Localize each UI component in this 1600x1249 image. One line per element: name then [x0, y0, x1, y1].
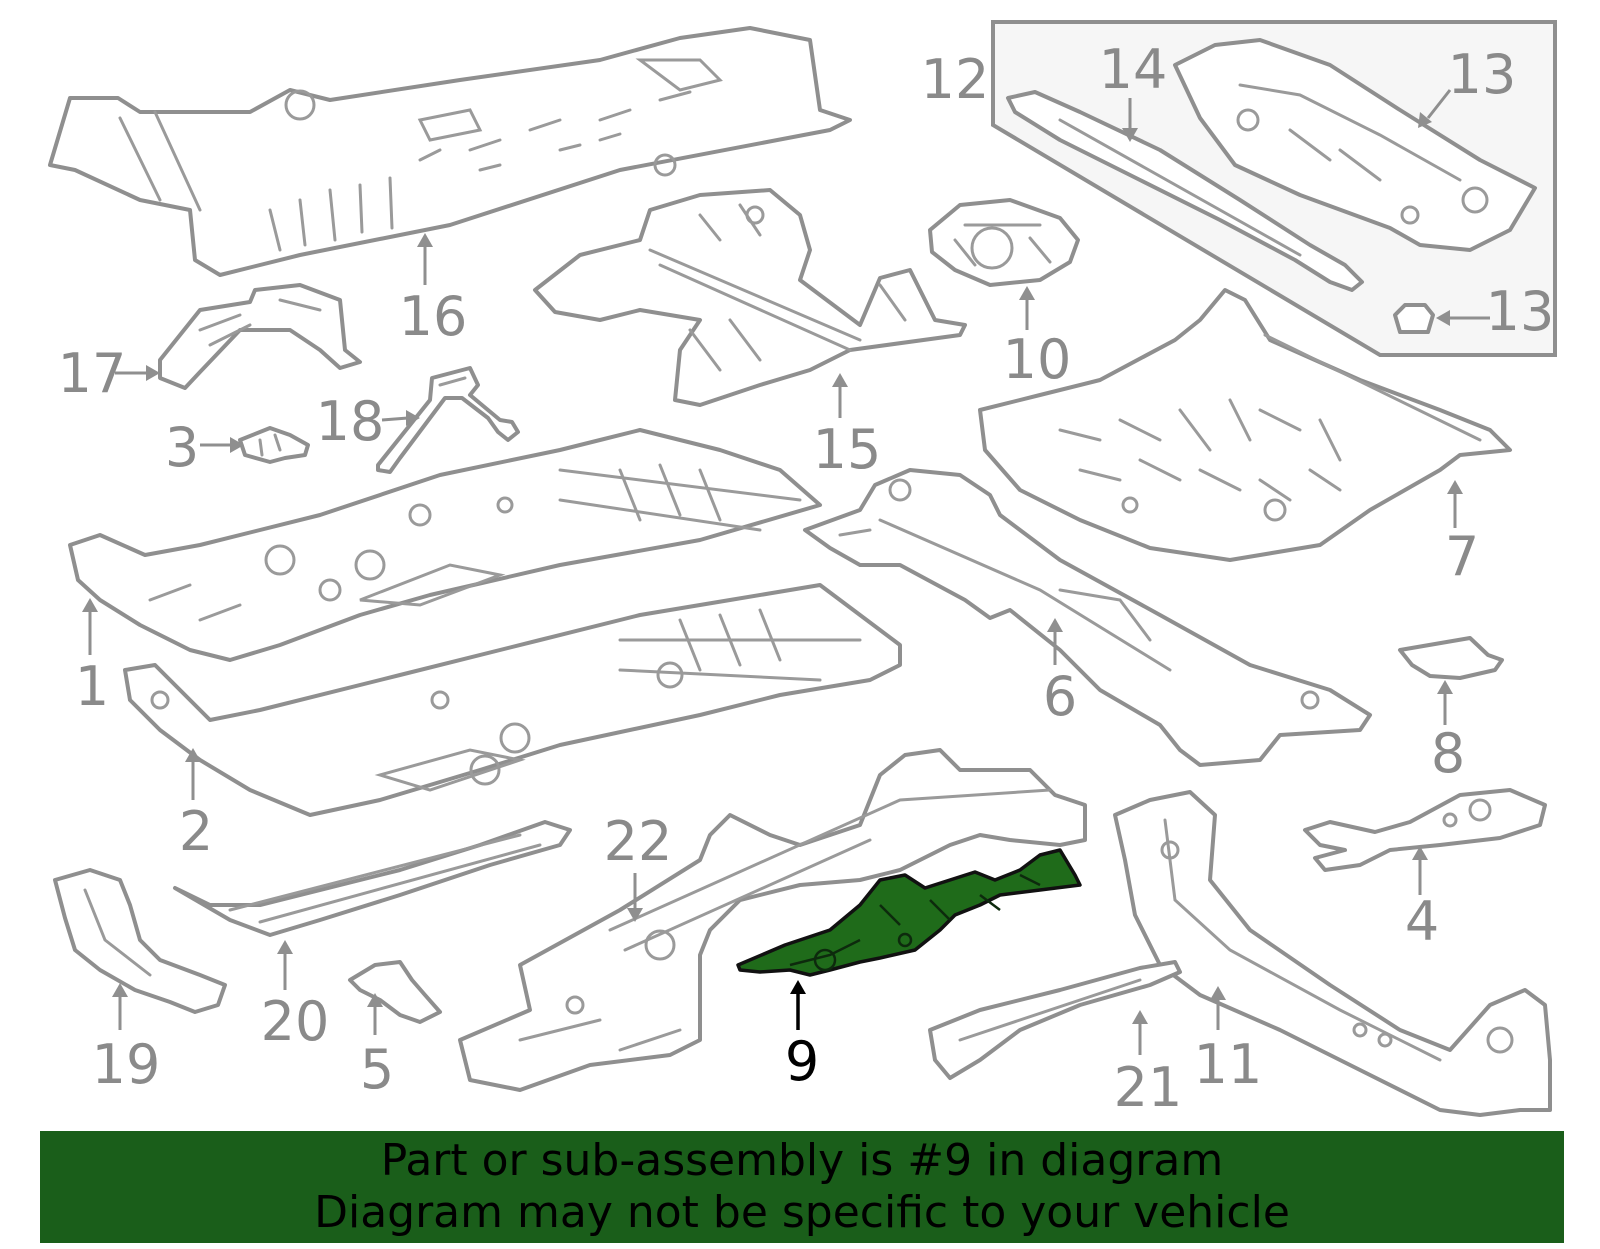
callout-6: 6 [1043, 618, 1077, 728]
callout-label-5: 5 [360, 1038, 394, 1101]
part-18-stay [376, 366, 520, 474]
callout-label-9: 9 [785, 1030, 819, 1093]
part-21-reinforcement [928, 960, 1182, 1080]
callout-label-11: 11 [1194, 1033, 1263, 1096]
part-3-clip [238, 426, 310, 464]
callout-label-13-panel: 13 [1448, 43, 1517, 106]
part-15-center-member [533, 188, 967, 407]
callout-9: 9 [785, 980, 819, 1093]
callout-14: 14 [1099, 38, 1168, 142]
callout-18: 18 [316, 390, 420, 453]
part-2-floor-lower [123, 583, 902, 817]
callout-1: 1 [75, 598, 109, 718]
part-7-rear-floor [978, 288, 1512, 562]
callout-5: 5 [360, 993, 394, 1101]
part-5-gusset [348, 960, 442, 1024]
callout-label-7: 7 [1445, 525, 1479, 588]
banner-line-2: Diagram may not be specific to your vehi… [314, 1187, 1290, 1238]
part-17-bracket [158, 283, 362, 390]
callout-label-17: 17 [58, 342, 127, 405]
callout-label-13-plug: 13 [1486, 280, 1555, 343]
callout-label-19: 19 [92, 1033, 161, 1096]
part-8-bracket [1398, 636, 1504, 680]
callout-16: 16 [399, 233, 468, 348]
callout-label-22: 22 [604, 810, 673, 873]
part-14-crossmember [1006, 90, 1364, 292]
part-6-side-member [803, 468, 1372, 767]
callout-20: 20 [261, 940, 330, 1053]
banner-line-1: Part or sub-assembly is #9 in diagram [380, 1135, 1224, 1186]
callout-label-18: 18 [316, 390, 385, 453]
callout-13-plug: 13 [1436, 280, 1554, 343]
callout-label-12: 12 [921, 48, 990, 111]
part-1-front-floor [68, 428, 822, 662]
callout-label-1: 1 [75, 655, 109, 718]
part-4-bracket [1303, 788, 1547, 872]
info-banner: Part or sub-assembly is #9 in diagram Di… [40, 1131, 1564, 1243]
part-13-panel [1173, 38, 1537, 252]
callout-3: 3 [165, 416, 244, 479]
callout-label-15: 15 [813, 418, 882, 481]
subassembly-box-12 [991, 20, 1557, 357]
callout-4: 4 [1405, 846, 1439, 953]
callout-label-20: 20 [261, 990, 330, 1053]
callout-15: 15 [813, 373, 882, 481]
part-22-front-side-member [458, 748, 1087, 1092]
callout-label-14: 14 [1099, 38, 1168, 101]
callout-17: 17 [58, 342, 160, 405]
callout-11: 11 [1194, 986, 1263, 1096]
callout-7: 7 [1445, 480, 1479, 588]
callout-label-8: 8 [1431, 722, 1465, 785]
callout-label-6: 6 [1043, 665, 1077, 728]
part-19-bracket [53, 868, 227, 1014]
part-13-plug [1393, 303, 1435, 334]
callout-label-2: 2 [179, 800, 213, 863]
callout-13-panel: 13 [1418, 43, 1516, 128]
callout-19: 19 [92, 983, 161, 1096]
callout-label-10: 10 [1003, 328, 1072, 391]
part-20-rail [173, 820, 572, 937]
callout-label-3: 3 [165, 416, 199, 479]
callout-22: 22 [604, 810, 673, 922]
callout-label-4: 4 [1405, 890, 1439, 953]
callout-label-21: 21 [1114, 1056, 1183, 1119]
callout-21: 21 [1114, 1010, 1183, 1119]
part-10-pan [928, 198, 1080, 287]
part-11-crossmember [1113, 790, 1552, 1117]
callout-12: 12 [921, 48, 990, 111]
callout-8: 8 [1431, 680, 1465, 785]
part-16-dash-panel [48, 26, 852, 277]
part-9-highlighted [736, 848, 1082, 977]
callout-10: 10 [1003, 286, 1072, 391]
callout-2: 2 [179, 748, 213, 863]
callout-label-16: 16 [399, 285, 468, 348]
